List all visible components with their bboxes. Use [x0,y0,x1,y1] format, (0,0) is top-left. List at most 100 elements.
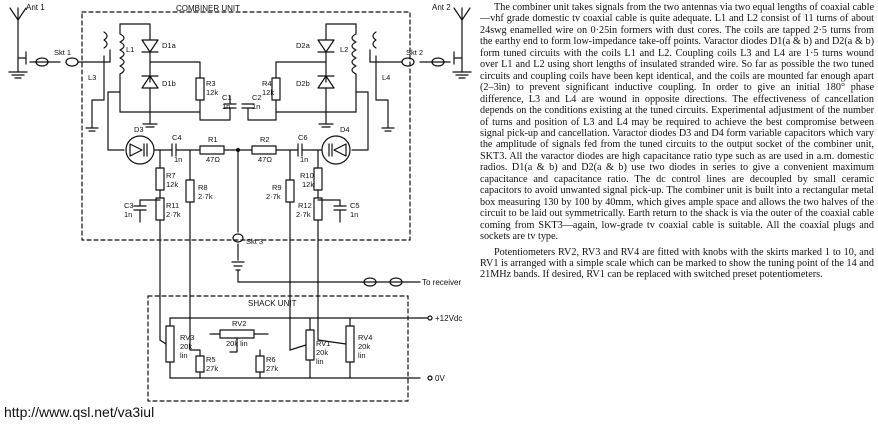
C5-label: C5 [350,201,360,210]
R2-value: 47Ω [258,155,272,164]
R5-value: 27k [206,364,218,373]
ant1-label: Ant 1 [26,3,45,12]
C3-label: C3 [124,201,134,210]
ground-l1 [142,111,158,128]
C2-value: 1n [252,102,260,111]
D1a-diode [141,39,159,53]
R1-resistor [199,145,225,155]
skt2-plug [431,57,445,67]
skt1-socket [65,57,79,67]
R2-resistor [251,145,277,155]
C4-value: 1n [174,155,182,164]
R10-resistor [313,167,323,191]
skt3-socket [232,233,244,243]
R9-resistor [285,179,295,203]
ground-left [85,127,99,132]
D1a-label: D1a [162,41,177,50]
C4-label: C4 [172,133,182,142]
antenna-2-symbol [452,7,472,79]
combiner-title: COMBINER UNIT [176,4,240,13]
R2-label: R2 [260,135,270,144]
R5-label: R5 [206,355,216,364]
R8-label: R8 [198,183,208,192]
R4-value: 12k [262,88,274,97]
R1-value: 47Ω [206,155,220,164]
R12-value: 2·7k [296,210,311,219]
combiner-unit-box [81,11,411,241]
C6-label: C6 [298,133,308,142]
C5-value: 1n [350,210,358,219]
D4-varactor [321,135,351,165]
L1-label: L1 [126,45,134,54]
C2-label: C2 [252,93,262,102]
skt2-label: Skt 2 [406,48,423,57]
D2a-label: D2a [296,41,311,50]
R10-value: 12k [302,180,314,189]
RV4-law: lin [358,351,366,360]
ant2-label: Ant 2 [432,3,451,12]
RV3-pot [165,325,175,363]
RV3-law: lin [180,351,188,360]
C6-value: 1n [300,155,308,164]
article-paragraph-2: Potentiometers RV2, RV3 and RV4 are fitt… [480,246,874,281]
D2a-diode [317,39,335,53]
skt1-label: Skt 1 [54,48,71,57]
R7-resistor [155,167,165,191]
article-text: The combiner unit takes signals from the… [480,2,874,281]
shack-title: SHACK UNIT [248,299,297,308]
R9-value: 2·7k [266,192,281,201]
R11-resistor [155,197,165,221]
R3-resistor [195,77,205,101]
shack-unit-box [147,295,409,402]
R10-label: R10 [300,171,314,180]
RV2-pot [219,329,255,339]
R12-resistor [313,197,323,221]
ground-l2 [318,111,334,128]
RV1-law: lin [316,357,324,366]
coax-to-receiver [237,269,421,283]
D1b-label: D1b [162,79,176,88]
R3-value: 12k [206,88,218,97]
R6-resistor [255,355,265,373]
RV2-value: 20k lin [226,339,248,348]
L4-coil [372,31,377,49]
R11-label: R11 [166,201,179,210]
skt2-socket [401,57,415,67]
skt1-plug [35,57,49,67]
L2-label: L2 [340,45,348,54]
plus12-label: +12Vdc [435,314,462,323]
R4-label: R4 [262,79,272,88]
L1-coil [119,23,125,113]
RV1-pot [305,329,315,361]
C1-label: C1 [222,93,232,102]
RV4-value: 20k [358,342,370,351]
D2b-label: D2b [296,79,310,88]
L3-label: L3 [88,73,96,82]
R3-label: R3 [206,79,216,88]
RV4-label: RV4 [358,333,372,342]
C3-value: 1n [124,210,132,219]
D3-label: D3 [134,125,144,134]
R7-value: 12k [166,180,178,189]
R12-label: R12 [298,201,312,210]
L2-coil [351,23,357,113]
R8-resistor [185,179,195,203]
footer-url: http://www.qsl.net/va3iul [4,404,155,420]
R9-label: R9 [272,183,282,192]
D4-label: D4 [340,125,350,134]
RV1-value: 20k [316,348,328,357]
zero-volt-label: 0V [435,374,445,383]
R6-value: 27k [266,364,278,373]
RV3-value: 20k [180,342,192,351]
L4-label: L4 [382,73,390,82]
ground-right [381,127,395,132]
R8-value: 2·7k [198,192,213,201]
C1-value: 1n [222,102,230,111]
R5-resistor [195,355,205,373]
RV4-pot [345,325,355,363]
RV3-label: RV3 [180,333,194,342]
antenna-1-symbol [8,7,28,79]
skt3-label: Skt 3 [246,237,263,246]
to-receiver-label: To receiver [422,278,461,287]
circuit-schematic: COMBINER UNIT SHACK UNIT Ant 1 Ant 2 Skt… [8,3,472,402]
